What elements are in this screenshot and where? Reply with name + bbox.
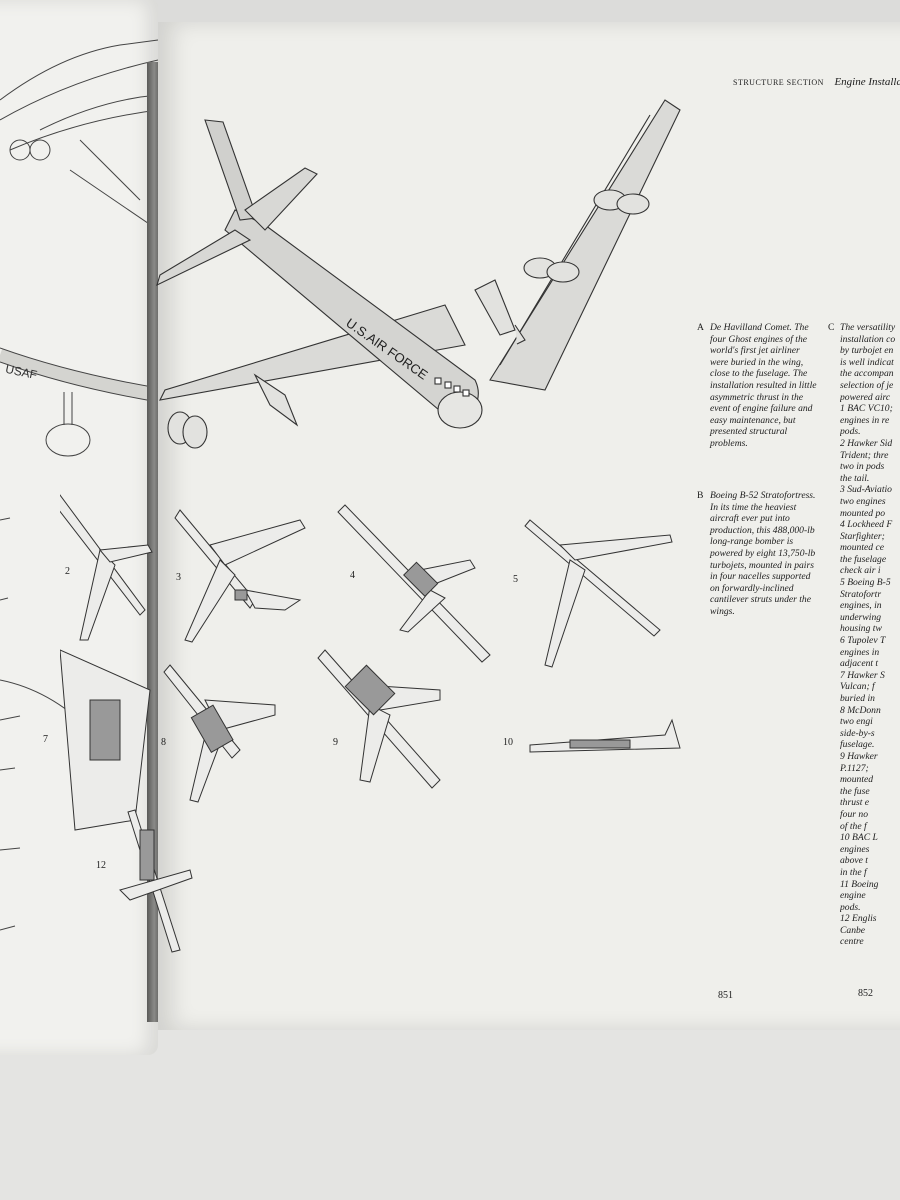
figure-number: 10 (503, 737, 513, 748)
figure-number: 4 (350, 570, 355, 581)
caption-c-line: 8 McDonn (840, 704, 881, 716)
caption-c-line: mounted ce (840, 542, 884, 554)
aircraft-3 (174, 509, 306, 643)
caption-c-line: engines (840, 843, 870, 855)
caption-c-line: of the f (840, 820, 867, 832)
aircraft-2 (60, 494, 153, 641)
figure-number: 7 (43, 734, 48, 745)
left-page-drawings: USAF (0, 39, 160, 931)
caption-c-line: engine (840, 890, 866, 902)
aircraft-12 (119, 809, 193, 953)
caption-c-line: 9 Hawker (840, 750, 878, 762)
caption-c-line: Canbe (840, 924, 866, 936)
figure-number: 12 (96, 860, 106, 871)
caption-c-line: engines in (840, 646, 880, 658)
caption-c-line: selection of je (840, 379, 894, 391)
caption-b-text: Boeing B-52 Stratofortress. In its time … (710, 490, 816, 617)
page-number-left: 851 (718, 990, 733, 1001)
caption-c-line: pods. (840, 426, 861, 438)
figure-number: 3 (176, 572, 181, 583)
caption-c-line: 7 Hawker S (840, 669, 885, 681)
caption-c-line: the tail. (840, 472, 870, 484)
caption-c-line: side-by-s (840, 727, 875, 739)
b52-illustration: U.S.AIR FORCE (156, 99, 681, 449)
caption-c-line: centre (840, 936, 864, 948)
aircraft-10 (529, 718, 681, 753)
caption-c-line: check air i (840, 565, 881, 577)
caption-c-line: Stratofortr (840, 588, 882, 600)
caption-c-line: buried in (840, 693, 875, 704)
caption-c-line: two engines (840, 495, 886, 507)
caption-c-line: housing tw (840, 623, 882, 635)
caption-c-line: Starfighter; (840, 530, 885, 542)
caption-b: B Boeing B-52 Stratofortress. In its tim… (697, 490, 820, 618)
caption-c-line: 12 Englis (840, 913, 877, 925)
caption-c-line: 1 BAC VC10; (840, 403, 893, 415)
caption-c-line: adjacent t (840, 658, 879, 670)
caption-c-line: 6 Tupolev T (840, 635, 886, 647)
figure-number: 8 (161, 737, 166, 748)
wing-marking: USAF (4, 362, 38, 382)
figure-number: 9 (333, 737, 338, 748)
caption-c-line: 5 Boeing B-5 (840, 577, 891, 589)
caption-c-line: pods. (840, 901, 861, 913)
aircraft-5 (524, 519, 673, 668)
caption-c-line: two in pods (840, 461, 885, 473)
caption-c-line: the fuse (840, 785, 870, 797)
caption-a: A De Havilland Comet. The four Ghost eng… (697, 322, 820, 450)
aircraft-plan-views (60, 494, 681, 953)
aircraft-7 (60, 649, 151, 831)
aircraft-8 (163, 664, 276, 803)
caption-c-line: is well indicat (840, 356, 894, 368)
caption-c-line: Trident; thre (840, 449, 889, 461)
caption-c-line: by turbojet en (840, 345, 894, 357)
section-label: STRUCTURE SECTION (733, 78, 824, 87)
caption-c-line: fuselage. (840, 739, 875, 751)
caption-c-line: four no (840, 808, 868, 820)
caption-c-line: 2 Hawker Sid (840, 437, 893, 449)
header-title: Engine Installati (834, 76, 900, 88)
caption-c-line: powered airc (840, 391, 891, 403)
aircraft-4 (337, 504, 491, 663)
caption-c-line: 4 Lockheed F (840, 519, 893, 531)
table-surface (0, 1030, 900, 1200)
aircraft-9 (317, 649, 441, 789)
caption-c-line: 11 Boeing (840, 878, 879, 890)
caption-c-line: Vulcan; f (840, 681, 875, 693)
figure-number: 2 (65, 566, 70, 577)
caption-b-letter: B (697, 490, 704, 501)
caption-c-line: two engi (840, 716, 873, 728)
caption-c-line: installation co (840, 333, 896, 345)
caption-c-line: in the f (840, 866, 867, 878)
caption-a-letter: A (697, 322, 704, 333)
caption-c-line: the accompan (840, 368, 894, 380)
caption-c-line: engines in re (840, 414, 890, 426)
caption-c-line: engines, in (840, 600, 882, 612)
caption-c-line: the fuselage (840, 553, 887, 565)
caption-c-line: above t (840, 855, 868, 867)
running-header: STRUCTURE SECTION Engine Installati (733, 76, 900, 88)
caption-c-letter: C (828, 322, 835, 333)
caption-c-line: underwing (840, 611, 882, 623)
caption-c-line: mounted po (840, 507, 886, 519)
caption-c-line: mounted (840, 774, 874, 786)
caption-a-text: De Havilland Comet. The four Ghost engin… (710, 322, 817, 449)
caption-c-line: 3 Sud-Aviatio (840, 484, 892, 496)
caption-c-line: thrust e (840, 797, 870, 809)
page-number-right: 852 (858, 988, 873, 999)
figure-number: 5 (513, 574, 518, 585)
caption-c-line: P.1127; (840, 762, 869, 774)
caption-c-line: 10 BAC L (840, 832, 878, 844)
caption-c-line: The versatility (840, 322, 896, 333)
